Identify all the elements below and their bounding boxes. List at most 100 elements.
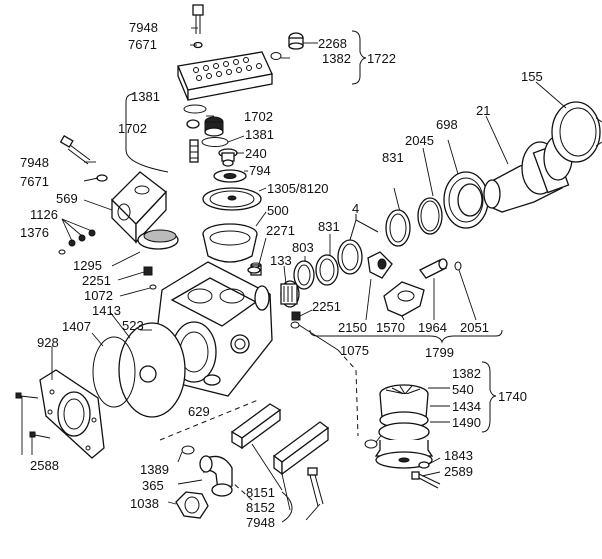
label-1038: 1038 (130, 496, 159, 511)
label-2251-b: 2251 (312, 299, 341, 314)
ring-2045 (417, 197, 443, 235)
label-1799: 1799 (425, 345, 454, 360)
clip-2051 (454, 261, 462, 271)
label-1305: 1305/8120 (267, 181, 328, 196)
label-7948-bottom: 7948 (246, 515, 275, 530)
label-1702-a: 1702 (244, 109, 273, 124)
label-1382-top: 1382 (322, 51, 351, 66)
label-500: 500 (267, 203, 289, 218)
front-cover-928 (39, 369, 105, 459)
label-1381-a: 1381 (131, 89, 160, 104)
label-1702-b: 1702 (118, 121, 147, 136)
oring-1407 (92, 336, 136, 408)
bearing-133 (280, 280, 300, 308)
label-8151: 8151 (246, 485, 275, 500)
plug-2268 (288, 32, 304, 50)
label-523: 523 (122, 318, 144, 333)
label-2150: 2150 (338, 320, 367, 335)
screw-2251-b (291, 311, 301, 321)
label-1389: 1389 (140, 462, 169, 477)
label-569: 569 (56, 191, 78, 206)
valve-base (374, 440, 434, 469)
label-21: 21 (476, 103, 490, 118)
label-1570: 1570 (376, 320, 405, 335)
label-629: 629 (188, 404, 210, 419)
label-1843: 1843 (444, 448, 473, 463)
label-698: 698 (436, 117, 458, 132)
bolt-2589 (411, 471, 441, 489)
valve-spring (189, 139, 199, 163)
top-bolt-7948 (192, 4, 204, 34)
diaphragm-1305 (202, 187, 262, 211)
oring-1381-a (183, 104, 207, 114)
bearing-698 (443, 171, 489, 229)
label-2251-a: 2251 (82, 273, 111, 288)
oring-1075 (290, 321, 300, 329)
label-2271: 2271 (266, 223, 295, 238)
valve-cover-plate (177, 51, 273, 101)
label-7948-left: 7948 (20, 155, 49, 170)
label-365: 365 (142, 478, 164, 493)
label-8152: 8152 (246, 500, 275, 515)
label-1434: 1434 (452, 399, 481, 414)
label-831-b: 831 (382, 150, 404, 165)
oring-1389 (181, 445, 195, 455)
label-1722: 1722 (367, 51, 396, 66)
label-1407: 1407 (62, 319, 91, 334)
label-2589: 2589 (444, 464, 473, 479)
valve-washer (186, 119, 200, 129)
label-1295: 1295 (73, 258, 102, 273)
valve-seat-1702 (204, 116, 224, 137)
label-7671-top: 7671 (128, 37, 157, 52)
label-7948-top: 7948 (129, 20, 158, 35)
bolt-7948-bottom (307, 467, 324, 507)
label-133: 133 (270, 253, 292, 268)
oring-1072 (149, 284, 157, 290)
ring-803 (293, 260, 315, 290)
pin-1964 (419, 258, 448, 279)
oring-1381-b (201, 137, 229, 147)
oring-1382-top (270, 52, 282, 60)
label-2268: 2268 (318, 36, 347, 51)
bracket-8152 (272, 421, 330, 476)
label-1382-right: 1382 (452, 366, 481, 381)
ring-1490 (378, 422, 430, 442)
valve-794 (213, 169, 247, 183)
screws-1126 (68, 229, 96, 247)
washer-1843 (418, 461, 430, 469)
label-155: 155 (521, 69, 543, 84)
label-1072: 1072 (84, 288, 113, 303)
screw-2251-a (143, 266, 153, 276)
label-831-a: 831 (318, 219, 340, 234)
cover-155 (551, 101, 602, 163)
label-1381-b: 1381 (245, 127, 274, 142)
label-794: 794 (249, 163, 271, 178)
valve-240 (218, 148, 238, 167)
label-240: 240 (245, 146, 267, 161)
label-1964: 1964 (418, 320, 447, 335)
side-bolt-7948 (59, 135, 91, 165)
label-2588: 2588 (30, 458, 59, 473)
label-1126: 1126 (30, 207, 58, 222)
pump-head-569 (111, 171, 167, 244)
bearing-2150 (367, 251, 393, 279)
label-1413: 1413 (92, 303, 121, 318)
piston-500 (202, 223, 258, 263)
side-washer-7671 (96, 174, 108, 182)
label-1740: 1740 (498, 389, 527, 404)
label-4: 4 (352, 201, 359, 216)
label-2051: 2051 (460, 320, 489, 335)
label-7671-left: 7671 (20, 174, 49, 189)
bracket-8151 (230, 403, 282, 450)
screws-2588 (15, 392, 51, 439)
bushing-1570 (383, 281, 425, 317)
oring-1376 (58, 249, 66, 255)
nut-1038 (175, 491, 209, 519)
label-1490: 1490 (452, 415, 481, 430)
label-540: 540 (452, 382, 474, 397)
label-803: 803 (292, 240, 314, 255)
label-1075: 1075 (340, 343, 369, 358)
label-928: 928 (37, 335, 59, 350)
label-2045: 2045 (405, 133, 434, 148)
